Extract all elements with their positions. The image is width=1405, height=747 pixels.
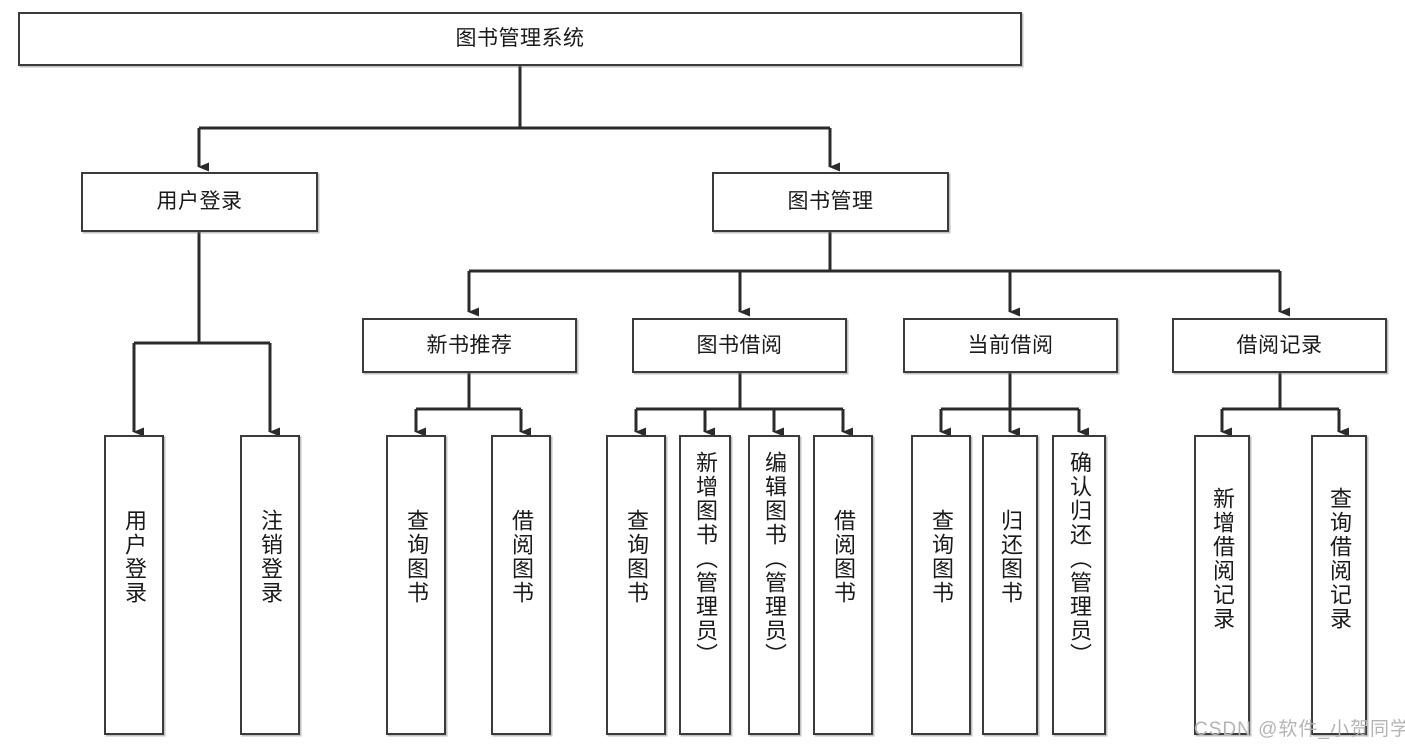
node-new-book-rec-label: 新书推荐 bbox=[426, 333, 513, 357]
node-current-borrow[interactable]: 当前借阅 bbox=[903, 318, 1118, 373]
node-leaf-user-login[interactable]: 用户登录 bbox=[104, 435, 164, 735]
node-leaf-edit-book[interactable]: 编辑图书（管理员） bbox=[748, 435, 800, 735]
node-leaf-query-record[interactable]: 查询借阅记录 bbox=[1311, 435, 1367, 735]
node-root[interactable]: 图书管理系统 bbox=[18, 12, 1022, 66]
node-leaf-return-book[interactable]: 归还图书 bbox=[982, 435, 1038, 735]
node-leaf-query-book-3[interactable]: 查询图书 bbox=[911, 435, 971, 735]
node-leaf-add-book-label: 新增图书（管理员） bbox=[692, 451, 718, 667]
node-leaf-borrow-book-1-label: 借阅图书 bbox=[508, 509, 534, 605]
node-leaf-edit-book-label: 编辑图书（管理员） bbox=[761, 451, 787, 667]
csdn-watermark: CSDN @软件_小贺同学 bbox=[1194, 719, 1405, 740]
node-book-manage-label: 图书管理 bbox=[787, 190, 874, 214]
node-leaf-confirm-return[interactable]: 确认归还（管理员） bbox=[1052, 435, 1106, 735]
node-root-label: 图书管理系统 bbox=[455, 27, 585, 51]
node-leaf-add-book[interactable]: 新增图书（管理员） bbox=[679, 435, 731, 735]
node-leaf-add-record[interactable]: 新增借阅记录 bbox=[1194, 435, 1250, 735]
node-leaf-query-book-1-label: 查询图书 bbox=[403, 509, 429, 605]
node-user-login-label: 用户登录 bbox=[156, 190, 243, 214]
node-user-login[interactable]: 用户登录 bbox=[81, 172, 318, 232]
node-leaf-add-record-label: 新增借阅记录 bbox=[1209, 487, 1235, 631]
node-leaf-query-book-2[interactable]: 查询图书 bbox=[606, 435, 666, 735]
node-leaf-user-login-label: 用户登录 bbox=[121, 509, 147, 605]
node-borrow-record-label: 借阅记录 bbox=[1236, 333, 1323, 357]
node-leaf-borrow-book-1[interactable]: 借阅图书 bbox=[491, 435, 551, 735]
node-leaf-return-book-label: 归还图书 bbox=[997, 509, 1023, 605]
node-leaf-borrow-book-2-label: 借阅图书 bbox=[830, 509, 856, 605]
node-book-borrow-label: 图书借阅 bbox=[696, 333, 783, 357]
node-leaf-logout-label: 注销登录 bbox=[257, 509, 283, 605]
node-current-borrow-label: 当前借阅 bbox=[967, 333, 1054, 357]
node-new-book-rec[interactable]: 新书推荐 bbox=[362, 318, 577, 373]
node-leaf-borrow-book-2[interactable]: 借阅图书 bbox=[813, 435, 873, 735]
node-book-manage[interactable]: 图书管理 bbox=[712, 172, 949, 232]
node-leaf-query-book-1[interactable]: 查询图书 bbox=[386, 435, 446, 735]
node-book-borrow[interactable]: 图书借阅 bbox=[632, 318, 847, 373]
node-borrow-record[interactable]: 借阅记录 bbox=[1172, 318, 1387, 373]
node-leaf-query-book-3-label: 查询图书 bbox=[928, 509, 954, 605]
node-leaf-logout[interactable]: 注销登录 bbox=[240, 435, 300, 735]
node-leaf-query-record-label: 查询借阅记录 bbox=[1326, 487, 1352, 631]
node-leaf-confirm-return-label: 确认归还（管理员） bbox=[1066, 451, 1092, 667]
node-leaf-query-book-2-label: 查询图书 bbox=[623, 509, 649, 605]
